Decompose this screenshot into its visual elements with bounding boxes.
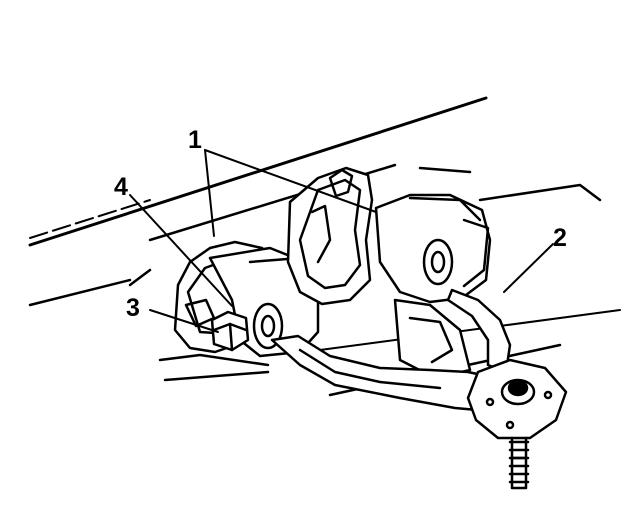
leader-1-b xyxy=(204,149,377,213)
leader-4 xyxy=(129,194,233,307)
bushing-front xyxy=(374,193,492,304)
frame-mount xyxy=(393,298,472,380)
leader-2 xyxy=(503,243,554,293)
leader-lines xyxy=(129,149,554,333)
leader-3 xyxy=(149,309,219,333)
callout-3: 3 xyxy=(126,294,140,322)
leader-1-a xyxy=(204,149,215,237)
center-bracket xyxy=(286,166,374,306)
callout-2: 2 xyxy=(553,224,567,252)
callout-4: 4 xyxy=(114,173,128,201)
ball-joint xyxy=(466,358,568,490)
callout-1: 1 xyxy=(188,126,202,154)
bolt-head xyxy=(210,310,250,352)
